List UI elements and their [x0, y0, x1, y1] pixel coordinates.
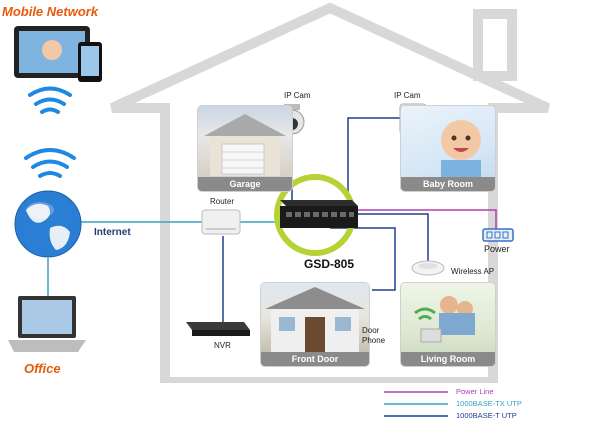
wifi-signal-icon — [28, 86, 72, 114]
wireless-ap-label: Wireless AP — [451, 267, 495, 276]
phone-icon — [78, 42, 102, 82]
switch-model-label: GSD-805 — [304, 257, 355, 271]
tablet-icon — [14, 26, 90, 78]
room-front-door: Front Door — [261, 283, 369, 366]
globe-icon — [14, 190, 82, 258]
room-caption-garage: Garage — [198, 177, 292, 191]
door-phone-label: Door Phone — [362, 326, 386, 345]
nvr-label: NVR — [214, 341, 231, 350]
legend-power-line: Power Line — [456, 387, 494, 396]
laptop-icon — [8, 296, 86, 352]
switch-icon — [274, 174, 358, 256]
room-garage: Garage — [198, 106, 292, 191]
mobile-network-title: Mobile Network — [2, 4, 99, 19]
room-baby-room: Baby Room — [401, 106, 495, 191]
wifi-signal-icon-lower — [24, 148, 76, 178]
legend-tx-utp: 1000BASE-TX UTP — [456, 399, 522, 408]
room-caption-baby-room: Baby Room — [401, 177, 495, 191]
ip-cam-right-label: IP Cam — [394, 91, 421, 100]
room-caption-front-door: Front Door — [261, 352, 369, 366]
router-label: Router — [210, 197, 235, 206]
legend-t-utp: 1000BASE-T UTP — [456, 411, 517, 420]
router-icon — [201, 209, 241, 235]
power-label: Power — [484, 244, 510, 254]
legend — [384, 391, 448, 417]
nvr-icon — [186, 322, 250, 336]
office-title: Office — [24, 361, 61, 376]
room-living-room: Living Room — [401, 283, 495, 366]
internet-label: Internet — [94, 227, 131, 238]
room-caption-living-room: Living Room — [401, 352, 495, 366]
ip-cam-left-label: IP Cam — [284, 91, 311, 100]
wireless-ap-icon — [411, 260, 445, 276]
power-outlet-icon — [482, 228, 514, 242]
chimney — [473, 9, 517, 81]
